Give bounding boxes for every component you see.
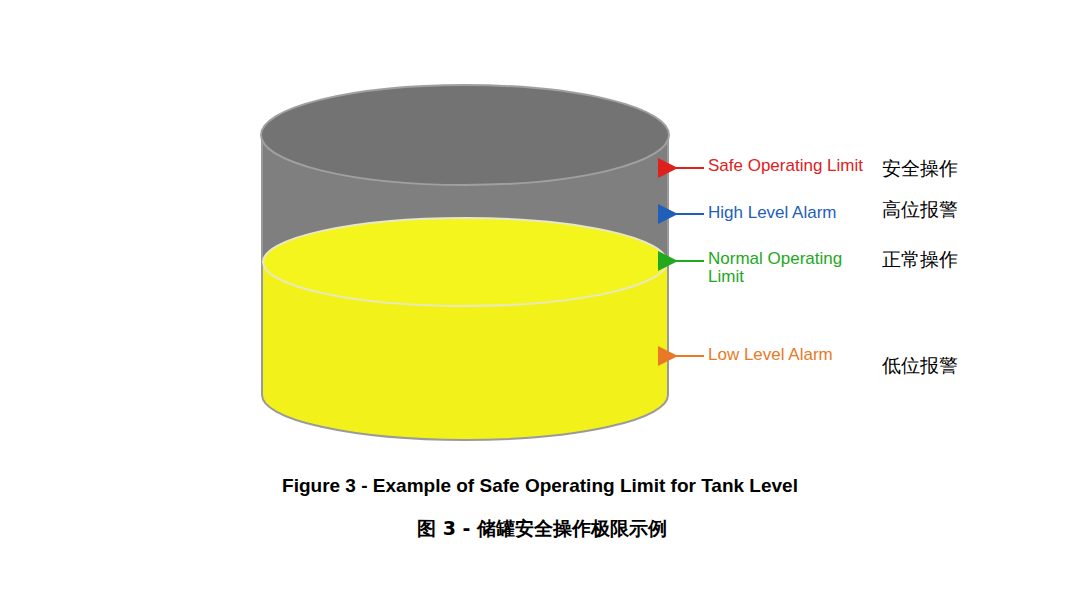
limit-label: Normal Operating Limit — [708, 250, 876, 286]
caption-chinese: 图 3 - 储罐安全操作极限示例 — [2, 519, 1080, 539]
figure-caption: Figure 3 - Example of Safe Operating Lim… — [0, 475, 1080, 497]
chinese-label: 低位报警 — [882, 356, 1072, 376]
tank — [261, 85, 669, 440]
alarm-label: High Level Alarm — [708, 204, 878, 222]
alarm-label: Low Level Alarm — [708, 346, 878, 364]
chinese-label: 高位报警 — [882, 200, 1072, 220]
leader-arrow — [676, 260, 704, 262]
chinese-label: 安全操作 — [882, 159, 1072, 179]
leader-arrow — [676, 167, 704, 169]
leader-arrow — [676, 213, 704, 215]
leader-arrows — [676, 168, 704, 356]
chinese-label: 正常操作 — [882, 250, 1072, 270]
leader-arrow — [676, 355, 704, 357]
limit-label: Safe Operating Limit — [708, 157, 868, 175]
